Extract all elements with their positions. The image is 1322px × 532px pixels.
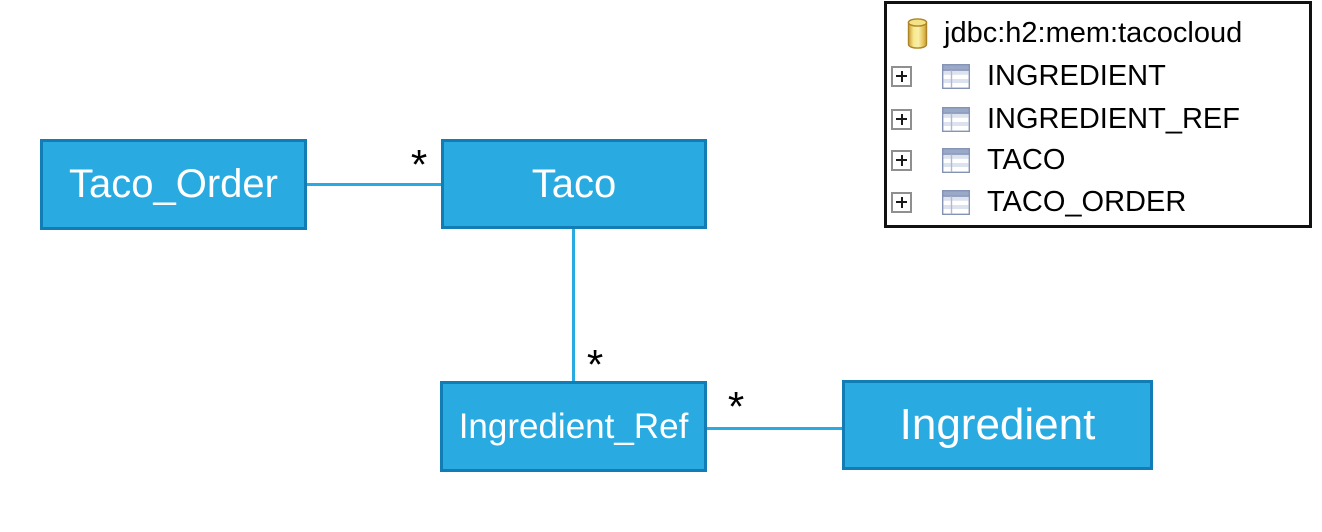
tree-label-table: INGREDIENT (987, 59, 1166, 92)
plus-expander-icon[interactable] (891, 108, 912, 130)
tree-row-taco[interactable]: TACO (887, 142, 1309, 178)
entity-label-ingredient: Ingredient (899, 400, 1096, 449)
multiplicity-label-taco: * (410, 141, 428, 188)
plus-expander-icon[interactable] (891, 191, 912, 213)
tree-label-table: TACO (987, 143, 1066, 176)
table-icon (942, 189, 970, 215)
tree-row-taco-order[interactable]: TACO_ORDER (887, 184, 1309, 220)
multiplicity-label-ingredient-ref-right: * (727, 383, 745, 430)
tree-label-table: INGREDIENT_REF (987, 102, 1240, 135)
connector-taco-order-taco (305, 183, 443, 186)
connector-taco-ingredient-ref (572, 228, 575, 383)
entity-box-ingredient-ref: Ingredient_Ref (440, 381, 707, 472)
connector-ingredient-ref-ingredient (705, 427, 844, 430)
h2-db-browser-panel: jdbc:h2:mem:tacocloud INGREDIENT (884, 1, 1312, 228)
tree-row-ingredient[interactable]: INGREDIENT (887, 58, 1309, 94)
multiplicity-label-ingredient-ref-top: * (586, 341, 604, 388)
entity-box-taco-order: Taco_Order (40, 139, 307, 230)
connection-url-label: jdbc:h2:mem:tacocloud (944, 16, 1243, 49)
database-icon (907, 17, 928, 49)
tree-row-ingredient-ref[interactable]: INGREDIENT_REF (887, 101, 1309, 137)
table-icon (942, 147, 970, 173)
entity-label-taco-order: Taco_Order (69, 162, 278, 206)
entity-box-ingredient: Ingredient (842, 380, 1153, 470)
tree-label-table: TACO_ORDER (987, 185, 1187, 218)
tree-row-connection[interactable]: jdbc:h2:mem:tacocloud (887, 15, 1309, 51)
plus-expander-icon[interactable] (891, 65, 912, 87)
table-icon (942, 63, 970, 89)
entity-box-taco: Taco (441, 139, 707, 229)
table-icon (942, 106, 970, 132)
plus-expander-icon[interactable] (891, 149, 912, 171)
entity-label-ingredient-ref: Ingredient_Ref (458, 406, 689, 446)
entity-label-taco: Taco (531, 161, 617, 206)
